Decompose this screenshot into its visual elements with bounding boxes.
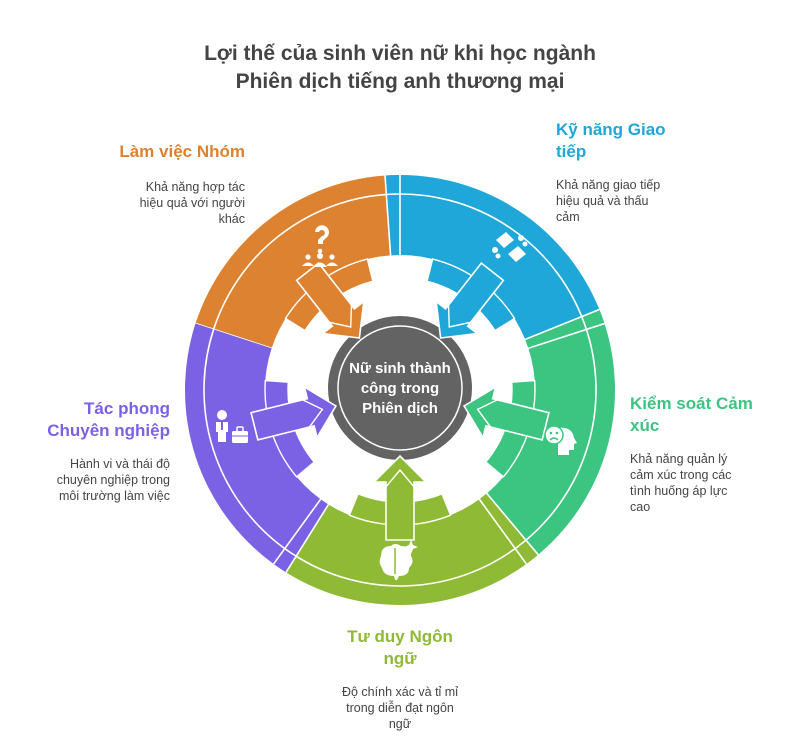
arrow-shape bbox=[435, 262, 505, 339]
label-description: Khả năng quản lý cảm xúc trong các tình … bbox=[630, 451, 795, 515]
label-description: Khả năng giao tiếp hiệu quả và thấu cảm bbox=[556, 177, 726, 225]
desc-line-1: Khả năng giao tiếp bbox=[556, 178, 661, 192]
label-title-line-1: Làm việc Nhóm bbox=[119, 142, 245, 161]
segment-band bbox=[400, 175, 605, 349]
segment-outer-line bbox=[386, 193, 588, 330]
segment-divider bbox=[285, 504, 330, 573]
label-title: Kiểm soát Cảm xúc bbox=[630, 393, 795, 437]
desc-line-2: trong diễn đạt ngôn bbox=[346, 701, 454, 715]
brain-sparkle-icon bbox=[379, 540, 418, 580]
label-title-line-2: tiếp bbox=[556, 142, 587, 161]
center-label: Nữ sinh thành công trong Phiên dịch bbox=[330, 359, 470, 419]
label-description: Hành vi và thái độ chuyên nghiệp trong m… bbox=[20, 456, 170, 504]
arrow-shape bbox=[462, 385, 550, 441]
center-line-2: công trong bbox=[360, 380, 440, 397]
desc-line-4: cao bbox=[630, 500, 651, 514]
label-title: Kỹ năng Giao tiếp bbox=[556, 119, 726, 163]
desc-line-2: cảm xúc trong các bbox=[630, 468, 732, 482]
label-emotion-control: Kiểm soát Cảm xúc Khả năng quản lý cảm x… bbox=[630, 393, 795, 515]
center-circle bbox=[328, 316, 472, 460]
team-question-icon bbox=[302, 225, 338, 267]
desc-line-1: Hành vi và thái độ bbox=[69, 457, 170, 471]
arrow-chevron-line bbox=[293, 395, 324, 435]
arrows-layer bbox=[250, 262, 550, 541]
arrow-emotion-control bbox=[462, 385, 550, 441]
segment-band bbox=[195, 175, 400, 349]
label-communication: Kỹ năng Giao tiếp Khả năng giao tiếp hiệ… bbox=[556, 119, 726, 225]
diagram-title: Lợi thế của sinh viên nữ khi học ngành P… bbox=[0, 40, 800, 96]
segment-tab bbox=[273, 499, 329, 573]
desc-line-3: môi trường làm việc bbox=[58, 489, 170, 503]
segment-divider bbox=[524, 308, 600, 341]
desc-line-2: hiệu quả với người bbox=[139, 196, 245, 210]
arrow-shape bbox=[372, 454, 428, 541]
speech-bubbles-icon bbox=[492, 232, 528, 262]
segment-outer-line bbox=[209, 193, 401, 343]
label-language-thinking: Tư duy Ngôn ngữ Độ chính xác và tỉ mỉ tr… bbox=[300, 626, 500, 732]
arrow-chevron-line bbox=[379, 468, 421, 495]
desc-line-2: chuyên nghiệp trong bbox=[56, 473, 170, 487]
sad-head-icon bbox=[544, 425, 577, 455]
segment-divider bbox=[486, 492, 539, 556]
label-title-line-1: Tư duy Ngôn bbox=[347, 627, 453, 646]
desc-line-1: Khả năng quản lý bbox=[630, 452, 728, 466]
desc-line-1: Độ chính xác và tỉ mỉ bbox=[341, 685, 458, 699]
desc-line-3: khác bbox=[218, 212, 245, 226]
center-hub bbox=[328, 316, 472, 460]
center-line-1: Nữ sinh thành bbox=[349, 360, 451, 377]
title-line-2: Phiên dịch tiếng anh thương mại bbox=[235, 70, 565, 93]
arrow-language-thinking bbox=[372, 454, 428, 541]
segment-divider bbox=[478, 498, 528, 565]
businessman-briefcase-icon bbox=[216, 410, 248, 443]
arrow-chevron-line bbox=[320, 295, 353, 328]
label-title-line-2: xúc bbox=[630, 416, 660, 435]
center-inner-ring bbox=[337, 325, 463, 451]
segment-divider bbox=[384, 175, 392, 256]
label-description: Khả năng hợp tác hiệu quả với người khác bbox=[80, 179, 245, 227]
title-line-1: Lợi thế của sinh viên nữ khi học ngành bbox=[204, 42, 596, 65]
arrow-shape bbox=[250, 385, 338, 441]
arrow-shape bbox=[295, 262, 365, 339]
arrow-professionalism bbox=[250, 385, 338, 441]
segment-divider bbox=[272, 498, 322, 565]
desc-line-3: tình huống áp lực bbox=[630, 484, 728, 498]
label-title: Tác phong Chuyên nghiệp bbox=[20, 398, 170, 442]
desc-line-3: ngữ bbox=[388, 717, 412, 731]
arrow-chevron-line bbox=[447, 295, 480, 328]
arrow-communication bbox=[435, 262, 505, 339]
desc-line-3: cảm bbox=[556, 210, 580, 224]
label-title-line-2: Chuyên nghiệp bbox=[47, 421, 170, 440]
center-line-3: Phiên dịch bbox=[362, 400, 438, 417]
label-description: Độ chính xác và tỉ mỉ trong diễn đạt ngô… bbox=[300, 684, 500, 732]
label-title-line-2: ngữ bbox=[383, 649, 417, 668]
label-title-line-1: Kiểm soát Cảm bbox=[630, 394, 753, 413]
icons-layer bbox=[216, 225, 577, 580]
label-title: Làm việc Nhóm bbox=[80, 141, 245, 163]
desc-line-1: Khả năng hợp tác bbox=[145, 180, 245, 194]
label-teamwork: Làm việc Nhóm Khả năng hợp tác hiệu quả … bbox=[80, 141, 245, 227]
label-title: Tư duy Ngôn ngữ bbox=[300, 626, 500, 670]
segment-outer-line bbox=[284, 539, 527, 587]
label-title-line-1: Kỹ năng Giao bbox=[556, 120, 666, 139]
arrow-teamwork bbox=[295, 262, 365, 339]
segment-band bbox=[185, 323, 321, 564]
label-professionalism: Tác phong Chuyên nghiệp Hành vi và thái … bbox=[20, 398, 170, 504]
segment-outer-line bbox=[514, 316, 597, 550]
label-title-line-1: Tác phong bbox=[84, 399, 170, 418]
segment-tab bbox=[479, 493, 539, 564]
desc-line-2: hiệu quả và thấu bbox=[556, 194, 649, 208]
segment-band bbox=[479, 323, 616, 564]
segment-divider bbox=[528, 322, 605, 350]
segment-tab bbox=[525, 309, 605, 349]
arrow-chevron-line bbox=[476, 395, 507, 435]
segment-outer-line bbox=[203, 329, 297, 557]
segment-professionalism bbox=[185, 323, 330, 573]
segment-communication bbox=[384, 175, 605, 349]
